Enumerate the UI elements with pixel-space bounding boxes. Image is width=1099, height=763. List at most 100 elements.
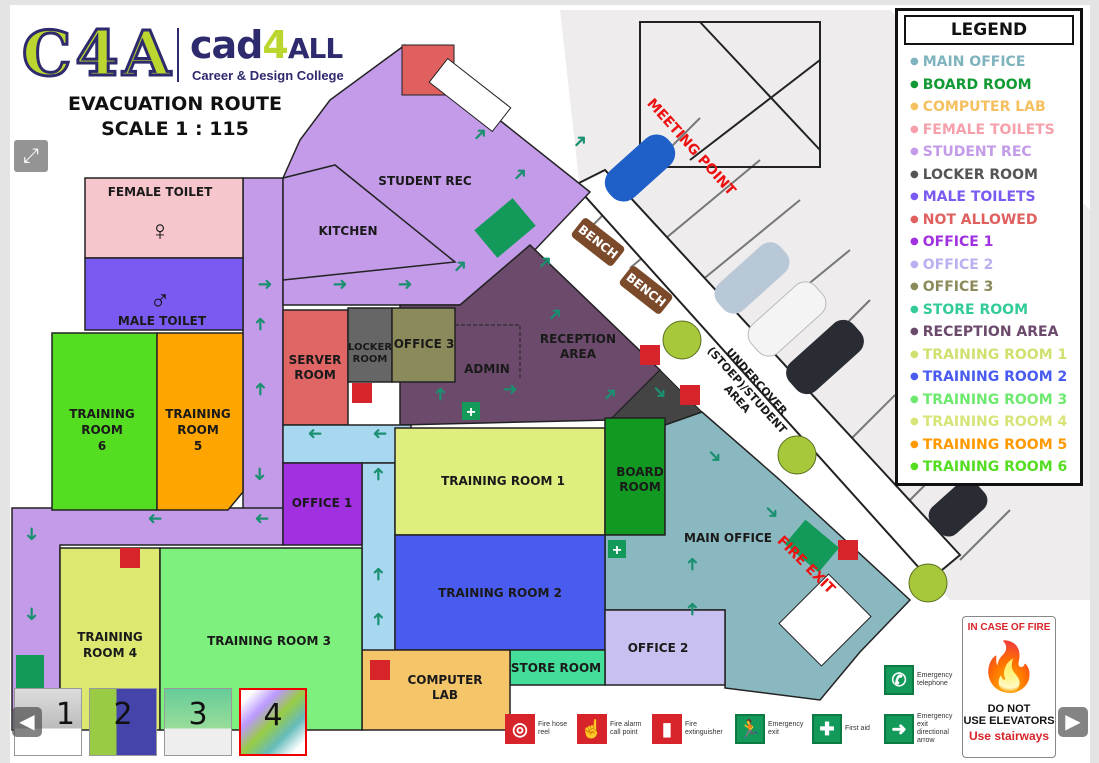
bullet-icon: ● (910, 416, 919, 427)
bullet-icon: ● (910, 348, 919, 360)
evacuation-arrow-icon: ➜ (250, 466, 270, 481)
fire-sign-line2: USE ELEVATORS (963, 715, 1055, 727)
evacuation-arrow-icon: ➜ (372, 424, 387, 444)
legend-item-label: RECEPTION AREA (922, 324, 1059, 340)
evacuation-arrow-icon: ➜ (368, 566, 388, 581)
bullet-icon: ● (910, 191, 919, 202)
corridor-vertical (242, 177, 284, 524)
fire-hose-reel-icon: ◎ (505, 714, 535, 744)
evacuation-arrow-icon: ➜ (250, 381, 270, 396)
room-male-toilet (84, 257, 244, 331)
stairwell (778, 573, 872, 667)
evacuation-arrow-icon: ➜ (502, 379, 517, 399)
legend-item: ●TRAINING ROOM 1 (910, 344, 1080, 367)
bullet-icon: ● (910, 326, 919, 337)
label-training-room-1: TRAINING ROOM 1 (441, 474, 565, 488)
next-button[interactable]: ▶ (1058, 707, 1088, 737)
flame-stairs-icon: 🔥 (979, 641, 1039, 694)
room-office-2 (604, 609, 726, 686)
legend-item-label: STORE ROOM (922, 301, 1029, 318)
fire-alarm-icon: ☝ (577, 714, 607, 744)
bullet-icon: ● (910, 371, 919, 382)
fire-sign-footer: Use stairways (968, 729, 1050, 743)
room-server (282, 309, 349, 426)
bullet-icon: ● (910, 236, 919, 247)
bullet-icon: ● (910, 56, 919, 67)
thumbnail-3[interactable]: 3 (164, 688, 232, 756)
legend-item: ●RECEPTION AREA (910, 321, 1080, 344)
fire-warning-sign: IN CASE OF FIRE 🔥 DO NOT USE ELEVATORS U… (962, 616, 1056, 758)
evacuation-arrow-icon: ➜ (22, 526, 42, 541)
symbol-fire-extinguisher: ▮Fire extinguisher (652, 714, 723, 744)
room-female-toilet (84, 177, 244, 259)
label-admin: ADMIN (464, 362, 510, 376)
title-text: EVACUATION ROUTE (68, 93, 282, 115)
legend-item-label: OFFICE 3 (922, 279, 994, 295)
evacuation-arrow-icon: ➜ (397, 274, 412, 294)
kitchen-walls (282, 164, 457, 281)
legend-item-label: TRAINING ROOM 5 (922, 436, 1068, 453)
label-female-toilet: FEMALE TOILET (108, 185, 213, 199)
evacuation-arrow-icon: ➜ (307, 424, 322, 444)
label-male-toilet: MALE TOILET (118, 314, 207, 328)
evacuation-arrow-icon: ➜ (147, 509, 162, 529)
corridor-south (361, 462, 396, 652)
bullet-icon: ● (910, 78, 919, 90)
legend-item: ●TRAINING ROOM 6 (910, 456, 1080, 479)
previous-button[interactable]: ◀ (12, 707, 42, 737)
scale-text: SCALE 1 : 115 (101, 118, 249, 140)
car-silver (714, 242, 790, 314)
fire-extinguisher-sign (838, 540, 858, 560)
svg-text:+: + (612, 542, 621, 559)
bench-1 (571, 218, 625, 266)
evacuation-arrow-icon: ➜ (250, 316, 270, 331)
evacuation-arrow-icon: ➜ (254, 509, 269, 529)
legend-item: ●TRAINING ROOM 2 (910, 366, 1080, 389)
fire-sign-line1: DO NOT (987, 703, 1031, 715)
emergency-exit-sign (474, 198, 536, 258)
legend-item-label: OFFICE 2 (922, 256, 994, 273)
label-office-1: OFFICE 1 (292, 496, 353, 510)
male-icon: ♂ (150, 285, 171, 316)
arrow-right-icon: ▶ (1065, 711, 1081, 733)
symbol-fire-hose: ◎Fire hose reel (505, 714, 576, 744)
room-training-2 (394, 534, 606, 651)
emergency-exit-icon: 🏃 (735, 714, 765, 744)
bullet-icon: ● (910, 303, 919, 315)
thumbnail-4[interactable]: 4 (239, 688, 307, 756)
fire-extinguisher-sign (640, 345, 660, 365)
legend-item-label: NOT ALLOWED (922, 211, 1038, 228)
bullet-icon: ● (910, 438, 919, 450)
room-office-1 (282, 462, 363, 546)
plan-title: EVACUATION ROUTE SCALE 1 : 115 (60, 92, 290, 142)
legend-item: ●TRAINING ROOM 5 (910, 434, 1080, 457)
emergency-exit-sign (784, 519, 840, 573)
scrollbar[interactable] (1090, 0, 1099, 763)
car-dark (928, 479, 988, 537)
exit-arrow-icon: ➜ (884, 714, 914, 744)
legend-item: ●OFFICE 1 (910, 231, 1080, 254)
symbol-first-aid: ✚First aid (812, 714, 883, 744)
evacuation-arrow-icon: ➜ (368, 611, 388, 626)
female-icon: ♀ (150, 215, 171, 246)
logo-mark: C4A (21, 17, 175, 90)
arrow-left-icon: ◀ (19, 711, 35, 733)
evacuation-arrow-icon: ➜ (368, 466, 388, 481)
first-aid-sign: + (462, 402, 480, 421)
fire-extinguisher-sign (680, 385, 700, 405)
thumbnail-2[interactable]: 2 (89, 688, 157, 756)
bullet-icon: ● (910, 393, 919, 405)
legend-item: ●TRAINING ROOM 4 (910, 411, 1080, 434)
legend-item: ●STUDENT REC (910, 141, 1080, 164)
evacuation-arrow-icon: ➜ (430, 386, 450, 401)
fire-extinguisher-icon: ▮ (652, 714, 682, 744)
legend-item-label: BOARD ROOM (922, 76, 1032, 93)
first-aid-sign: + (608, 540, 626, 559)
legend-item-label: MAIN OFFICE (922, 54, 1026, 70)
legend-panel: LEGEND ●MAIN OFFICE●BOARD ROOM●COMPUTER … (895, 8, 1083, 486)
legend-item-label: LOCKER ROOM (922, 166, 1038, 183)
fullscreen-button[interactable]: ⤢ (14, 140, 48, 172)
